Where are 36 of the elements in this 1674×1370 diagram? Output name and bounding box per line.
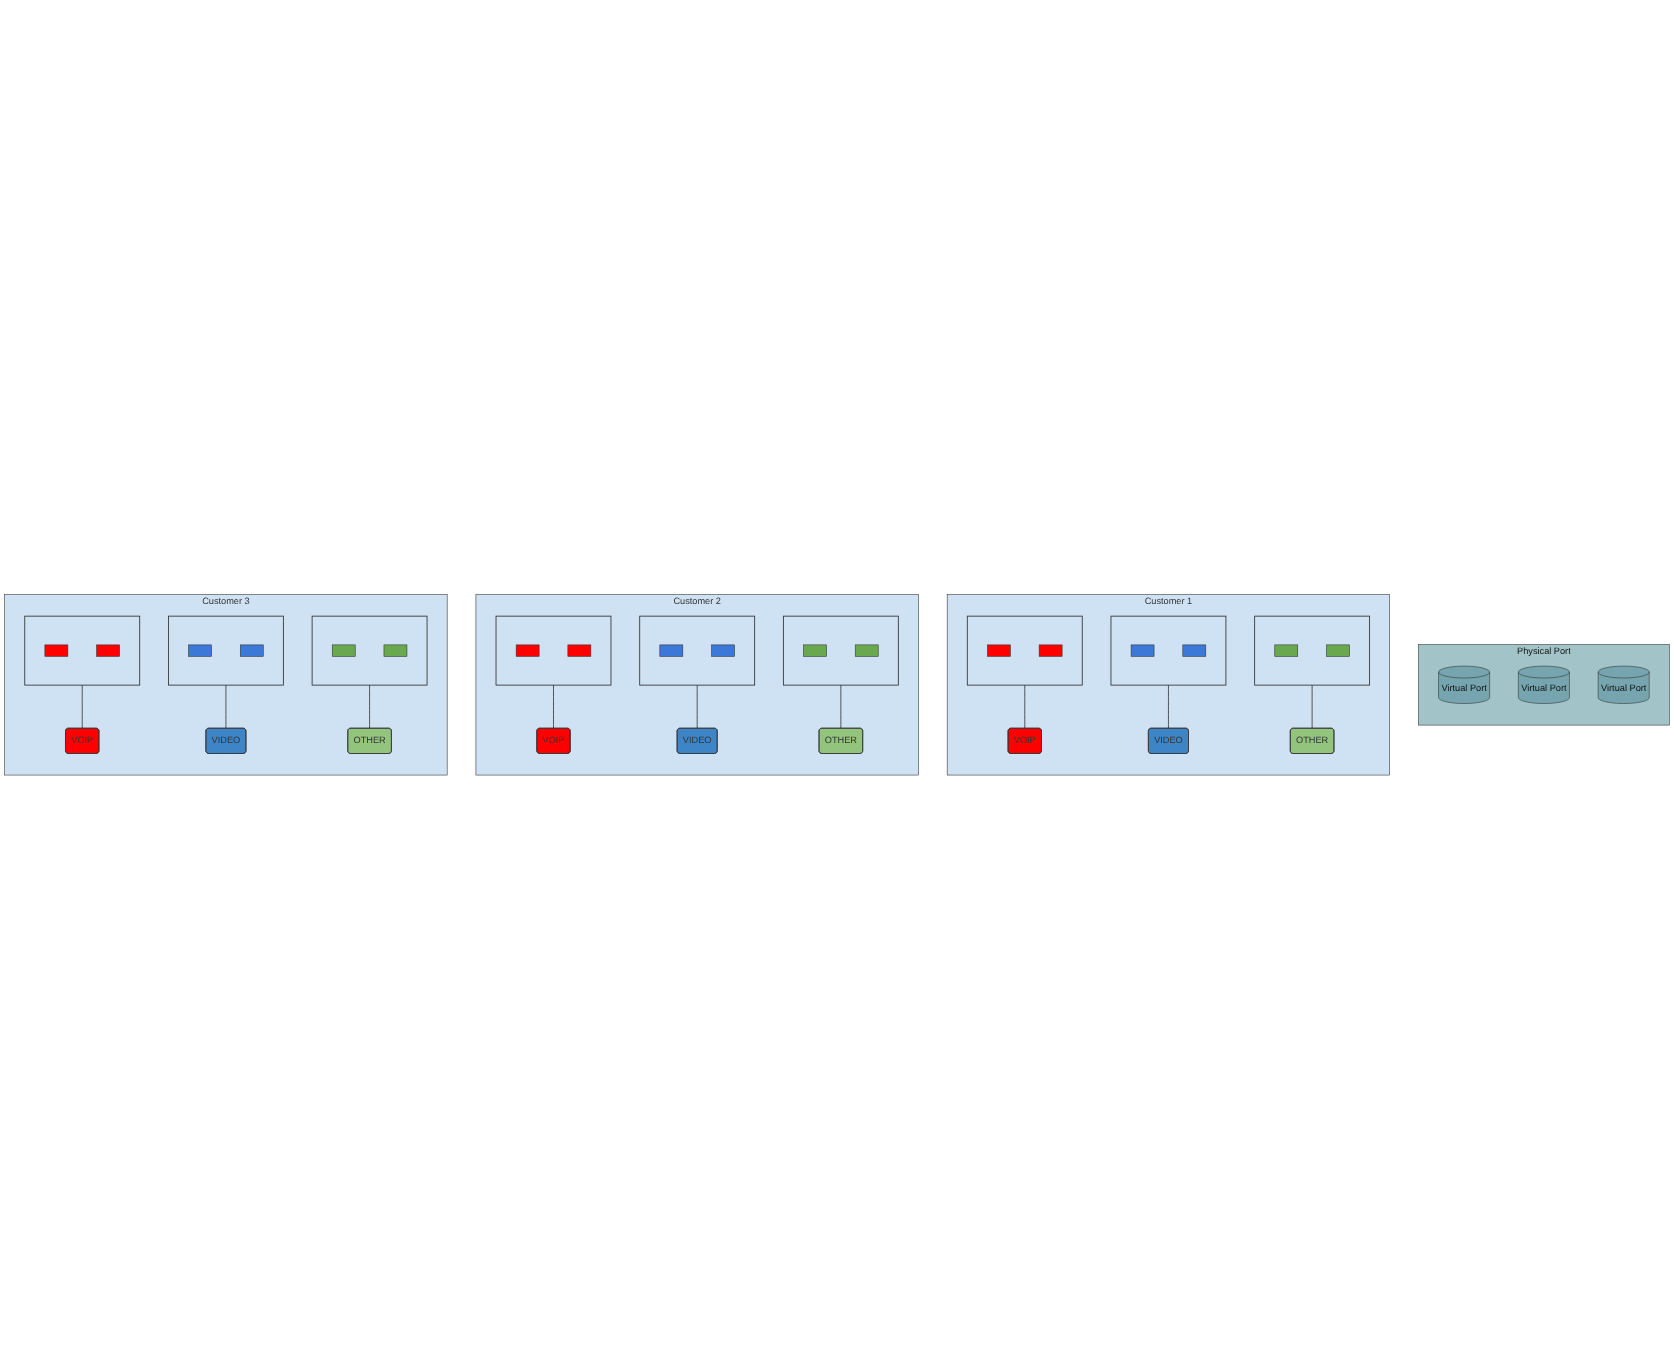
connector [1168,684,1169,729]
node-bar [987,644,1011,657]
node-bar [1038,644,1063,657]
node-bar [1130,644,1155,657]
node-bar [854,644,879,657]
node-bar [96,644,120,657]
node-bar [383,644,408,657]
connector [553,684,554,729]
node-bar [711,644,735,657]
cluster [782,615,899,686]
connector [225,684,227,729]
cluster [168,615,284,686]
connector [81,684,83,729]
node-bar [803,644,827,657]
connector [1311,684,1313,729]
connector [696,684,698,729]
node-bar [1274,644,1299,657]
connector [1024,684,1026,729]
node-bar [331,644,356,657]
node-bar [1182,644,1207,657]
node-bar [659,644,684,657]
cluster [1110,615,1227,686]
node-bar [515,644,540,657]
connector [369,684,370,729]
node-bar [44,644,69,657]
node-bar [188,644,212,657]
cluster [24,615,141,686]
cluster [1254,615,1371,686]
cluster [495,615,612,686]
cluster [311,615,428,686]
node-bar [240,644,264,657]
node-bar [567,644,592,657]
cluster [639,615,756,686]
node-bar [1326,644,1350,657]
connector [840,684,842,729]
cluster [966,615,1083,686]
